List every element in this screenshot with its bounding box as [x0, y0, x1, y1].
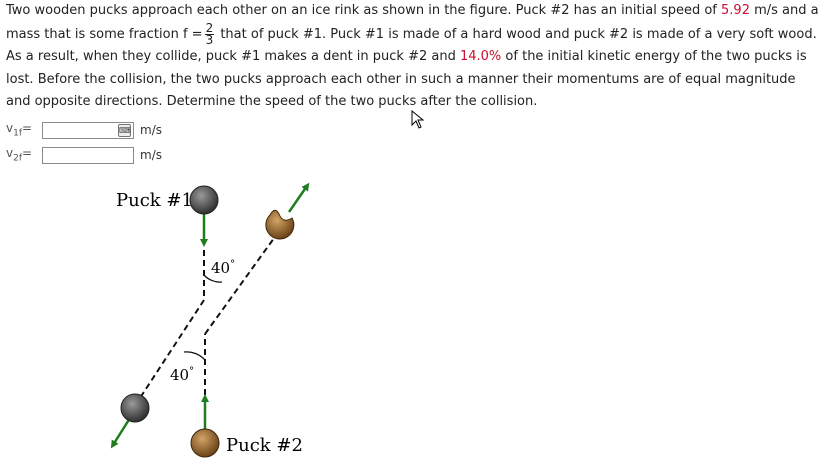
angle-bottom-label: 40°	[170, 366, 194, 384]
v1f-eq: =	[22, 121, 33, 136]
puck1-initial	[189, 185, 219, 215]
v1f-label: v1f=	[6, 121, 42, 138]
puck1-label: Puck #1	[116, 190, 193, 211]
v1f-input-wrap: ⌨	[42, 121, 134, 139]
trajectory-lines	[139, 233, 278, 399]
v1f-var: v	[6, 121, 14, 136]
v2f-var: v	[6, 146, 14, 161]
v1f-sub: 1f	[13, 128, 23, 139]
puck1-final	[120, 393, 150, 423]
problem-text-2: m/s and a mass that is some fraction	[6, 3, 819, 42]
angle-top-degree: °	[230, 259, 235, 270]
problem-text-4: of the initial kinetic energy of the two…	[6, 49, 807, 109]
puck2-label: Puck #2	[226, 435, 303, 456]
v2f-eq: =	[22, 146, 33, 161]
initial-speed-value: 5.92	[721, 3, 750, 18]
puck2-final-velocity-arrow	[287, 182, 310, 213]
problem-statement: Two wooden pucks approach each other on …	[6, 0, 822, 114]
angle-bottom-value: 40	[170, 366, 189, 384]
problem-text-1: Two wooden pucks approach each other on …	[6, 3, 722, 18]
v2f-sub: 2f	[13, 153, 23, 164]
angle-arc-bottom	[183, 351, 206, 361]
puck2-final-path	[204, 233, 278, 335]
answer-row-v1f: v1f= ⌨ m/s	[6, 120, 162, 140]
angle-bottom-degree: °	[189, 366, 194, 377]
v2f-input-wrap	[42, 146, 134, 164]
v1f-unit: m/s	[140, 123, 162, 137]
puck2-initial	[190, 428, 220, 458]
v2f-unit: m/s	[140, 148, 162, 162]
fraction-label: f =	[182, 26, 203, 42]
puck2-final-dented	[265, 209, 295, 240]
mouse-cursor-icon	[411, 110, 425, 129]
angle-top-value: 40	[211, 259, 230, 277]
angle-arc-top	[203, 274, 223, 283]
keyboard-icon[interactable]: ⌨	[118, 123, 131, 137]
fraction-numerator: 2	[204, 20, 215, 35]
fraction-denominator: 3	[205, 32, 214, 47]
angle-top-label: 40°	[211, 259, 235, 277]
answer-row-v2f: v2f= m/s	[6, 145, 162, 165]
energy-loss-percent: 14.0%	[459, 49, 502, 64]
puck1-final-velocity-arrow	[110, 417, 132, 449]
v2f-input[interactable]	[42, 146, 134, 164]
v2f-label: v2f=	[6, 146, 42, 163]
v1f-input[interactable]	[42, 121, 134, 139]
problem-text-3: that of puck #1. Puck #1 is made of a ha…	[6, 26, 817, 65]
